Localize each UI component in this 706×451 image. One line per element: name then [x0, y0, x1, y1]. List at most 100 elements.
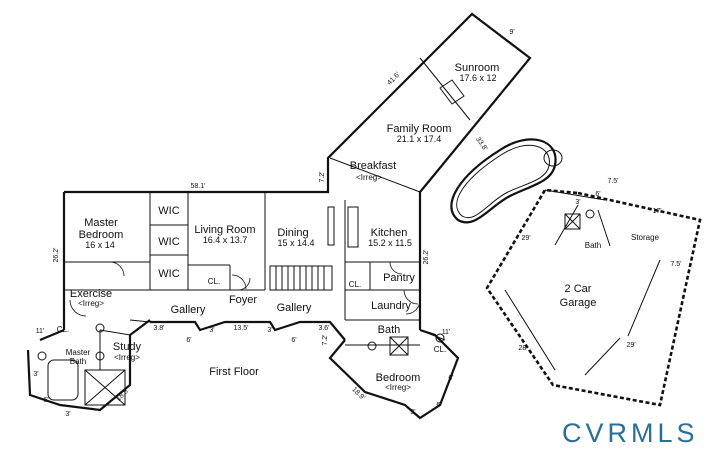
counter — [327, 206, 335, 246]
exercise-size: <Irreg> — [78, 299, 104, 308]
living-room-label: Living Room — [194, 224, 255, 236]
pantry-label: Pantry — [383, 272, 415, 284]
measure-6-b: 6' — [291, 337, 296, 344]
master-toilet — [37, 351, 47, 361]
dining-size: 15 x 14.4 — [277, 238, 314, 248]
cvrmls-logo: CVRMLS — [562, 418, 699, 447]
exercise-label: Exercise — [70, 288, 112, 300]
measure-3-c: 3' — [33, 371, 38, 378]
measure-58-1: 58.1' — [191, 183, 206, 190]
measure-3-6: 3.6' — [318, 325, 329, 332]
bath-label: Bath — [378, 324, 401, 336]
measure-7-5-a: 7.5' — [607, 178, 618, 185]
measure-18-8: 18.8' — [115, 387, 131, 403]
floor-label: First Floor — [209, 366, 259, 378]
measure-6-f: 6' — [595, 191, 600, 198]
measure-28: 28' — [518, 345, 527, 352]
spa — [543, 149, 563, 167]
measure-3-b: 3' — [267, 327, 272, 334]
gallery-right-label: Gallery — [277, 302, 312, 314]
measure-3-e: 3' — [410, 409, 415, 416]
measure-3-d: 3' — [65, 411, 70, 418]
closet-kitchen-label: CL. — [349, 280, 361, 289]
master-bath-label: Master — [66, 348, 91, 357]
bathtub — [47, 359, 79, 401]
foyer-label: Foyer — [229, 294, 257, 306]
measure-6-d: 6' — [436, 402, 441, 409]
measure-11-left: 11' — [36, 328, 45, 335]
gallery-left-label: Gallery — [171, 304, 206, 316]
measure-7-2-b: 7.2' — [322, 334, 329, 345]
pool-inner — [456, 144, 550, 219]
garage-shower — [564, 213, 581, 230]
study-size: <Irreg> — [114, 353, 140, 362]
laundry-label: Laundry — [371, 300, 411, 312]
measure-18-9: 18.9' — [350, 386, 366, 402]
bath-fixtures — [37, 323, 445, 406]
measure-33-8: 33.8' — [474, 136, 488, 152]
garage-bath-label: Bath — [585, 241, 601, 250]
garage-label-2: Garage — [560, 297, 597, 309]
closet-master-label: CL. — [57, 325, 69, 334]
measure-26-2-left: 26.2' — [53, 248, 60, 263]
room-labels: Sunroom 17.6 x 12 Family Room 21.1 x 17.… — [57, 62, 660, 392]
measure-6-c: 6' — [43, 397, 48, 404]
fixture-circle — [95, 323, 105, 333]
measure-26-2-right: 26.2' — [423, 250, 430, 265]
breakfast-label: Breakfast — [350, 160, 396, 172]
measure-13-5: 13.5' — [234, 325, 249, 332]
measure-29-a: 29' — [521, 235, 530, 242]
measure-11-right: 11' — [442, 329, 451, 336]
dining-label: Dining — [277, 227, 308, 239]
master-bedroom-label-2: Bedroom — [79, 229, 124, 241]
interior-walls — [64, 57, 471, 370]
measure-6-e: 6' — [448, 375, 453, 382]
measure-6-a: 6' — [186, 337, 191, 344]
closet-living-label: CL. — [208, 277, 220, 286]
kitchen-island — [347, 206, 359, 248]
breakfast-size: <Irreg> — [356, 173, 382, 182]
door-swings — [69, 261, 421, 317]
closet-bedroom-label: CL. — [434, 345, 446, 354]
master-bedroom-size: 16 x 14 — [85, 240, 115, 250]
sunroom-size: 17.6 x 12 — [459, 73, 496, 83]
wic-label-2: WIC — [158, 236, 179, 248]
fixture-circle — [95, 351, 105, 361]
measure-7-5-b: 7.5' — [670, 261, 681, 268]
measure-3-8: 3.8' — [153, 325, 164, 332]
fireplace — [439, 79, 465, 105]
measure-7-2-a: 7.2' — [319, 171, 326, 182]
garage-walls — [485, 188, 702, 407]
sunroom-label: Sunroom — [455, 62, 500, 74]
fixture-circle — [435, 333, 445, 343]
bedroom-label: Bedroom — [376, 372, 421, 384]
pool — [450, 138, 557, 224]
wic-label-3: WIC — [158, 268, 179, 280]
measure-3-f: 3' — [575, 199, 580, 206]
bedroom-size: <Irreg> — [385, 383, 411, 392]
measure-3-a: 3' — [209, 327, 214, 334]
garage-label: 2 Car — [565, 283, 592, 295]
storage-label: Storage — [631, 233, 660, 242]
master-bedroom-label: Master — [84, 217, 118, 229]
logo-text: CVRMLS — [562, 418, 699, 447]
garage-toilet — [585, 209, 595, 219]
master-bath-label-2: Bath — [70, 357, 86, 366]
study-label: Study — [113, 341, 142, 353]
staircase — [269, 265, 333, 291]
living-room-size: 16.4 x 13.7 — [203, 235, 248, 245]
kitchen-size: 15.2 x 11.5 — [368, 238, 412, 248]
measure-29-b: 29' — [626, 342, 635, 349]
measure-41-6: 41.6' — [386, 71, 402, 87]
wic-label-1: WIC — [158, 205, 179, 217]
family-room-size: 21.1 x 17.4 — [397, 134, 442, 144]
main-house-walls — [26, 12, 532, 420]
family-room-label: Family Room — [387, 123, 452, 135]
measure-9-top: 9' — [509, 29, 514, 36]
toilet — [367, 341, 377, 351]
kitchen-label: Kitchen — [371, 227, 408, 239]
measure-17: 17' — [652, 208, 661, 215]
shower — [389, 336, 409, 356]
